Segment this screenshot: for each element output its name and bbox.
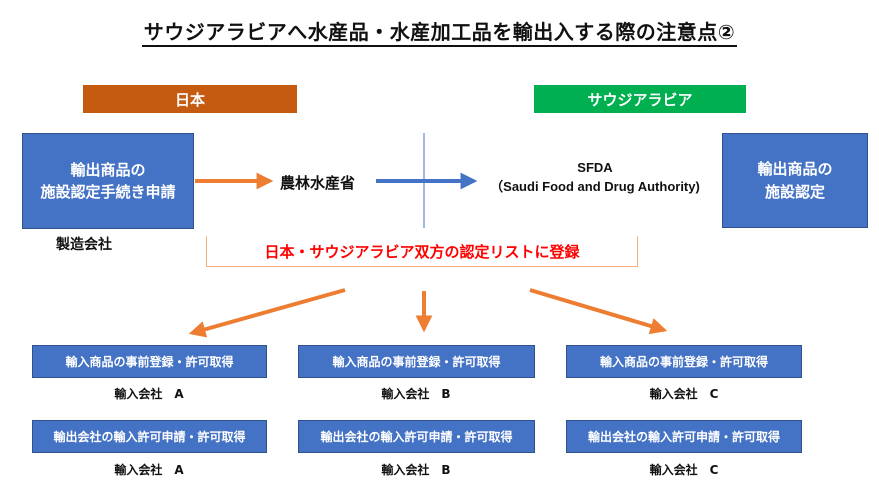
importer-c-pre-registration-box: 輸入商品の事前登録・許可取得: [566, 345, 802, 378]
japan-header: 日本: [83, 85, 297, 113]
importer-a-pre-registration-box: 輸入商品の事前登録・許可取得: [32, 345, 267, 378]
importer-c-label-2: 輸入会社 C: [649, 463, 719, 477]
importer-a-export-license-box: 輸出会社の輸入許可申請・許可取得: [32, 420, 267, 453]
export-application-line1: 輸出商品の: [70, 160, 146, 179]
importer-a-label-2: 輸入会社 A: [114, 463, 184, 477]
importer-a-label: 輸入会社 A: [114, 387, 184, 401]
export-application-line2: 施設認定手続き申請: [40, 183, 176, 201]
manufacturer-label: 製造会社: [56, 237, 112, 253]
arrow-to-importer-a: [188, 288, 346, 338]
importer-b-label-2: 輸入会社 B: [381, 463, 451, 477]
importer-c-export-license-box: 輸出会社の輸入許可申請・許可取得: [566, 420, 802, 453]
sfda-label: SFDA （Saudi Food and Drug Authority): [475, 159, 715, 197]
export-application-box: 輸出商品の 施設認定手続き申請: [22, 133, 194, 229]
page-title: サウジアラビアへ水産品・水産加工品を輸出入する際の注意点②: [0, 16, 879, 47]
importer-b-label: 輸入会社 B: [381, 387, 451, 401]
facility-certification-line2: 施設認定: [764, 182, 825, 201]
facility-certification-box: 輸出商品の 施設認定: [722, 133, 868, 228]
saudi-header: サウジアラビア: [534, 85, 746, 113]
sfda-full-name: （Saudi Food and Drug Authority): [490, 178, 700, 194]
registration-banner: 日本・サウジアラビア双方の認定リストに登録: [206, 236, 638, 267]
sfda-name: SFDA: [577, 160, 613, 175]
importer-c-label: 輸入会社 C: [649, 387, 719, 401]
facility-certification-line1: 輸出商品の: [757, 160, 833, 178]
arrow-to-importer-c: [529, 288, 668, 335]
importer-b-export-license-box: 輸出会社の輸入許可申請・許可取得: [298, 420, 535, 453]
ministry-label: 農林水産省: [280, 174, 356, 192]
importer-b-pre-registration-box: 輸入商品の事前登録・許可取得: [298, 345, 535, 378]
page-title-text: サウジアラビアへ水産品・水産加工品を輸出入する際の注意点②: [141, 20, 738, 47]
